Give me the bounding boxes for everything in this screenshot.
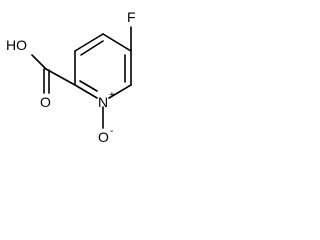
hydroxyl-label: HO [6,37,27,53]
ring-bond-n-c6-double [79,80,98,92]
bond-ring-carboxyl [45,68,76,86]
ring-bond-c1-c2 [74,33,104,52]
ring-bond-c1-c2-double [80,40,104,56]
ring-bond-n-c6 [74,84,98,99]
n-oxide-charge: - [110,126,113,137]
bond-carboxyl-oh [31,54,47,70]
chemical-structure: F HO O N + O - [6,9,136,145]
ring-nitrogen-charge: + [109,90,115,101]
ring-bond-c2-c3 [102,33,132,52]
ring-bond-c4-n [108,84,132,99]
fluorine-label: F [127,9,136,25]
carbonyl-oxygen-label: O [40,94,51,110]
n-oxide-oxygen-label: O [98,129,109,145]
ring-nitrogen-label: N [98,94,108,110]
